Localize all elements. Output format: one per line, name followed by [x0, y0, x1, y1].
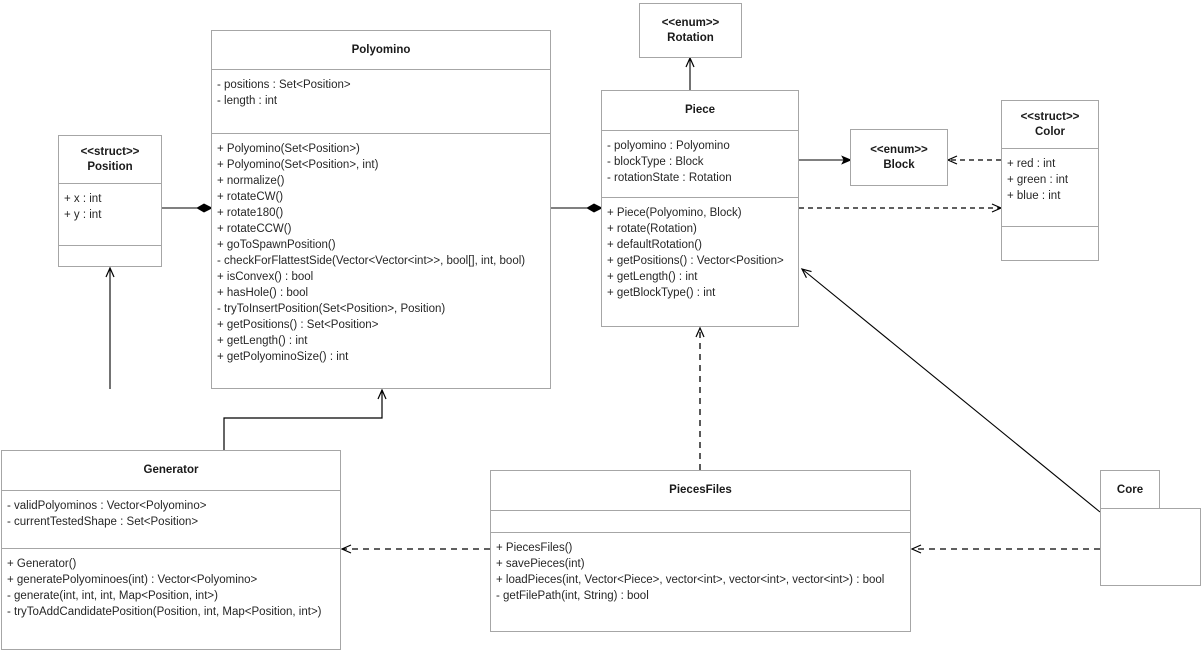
- methods-compartment-piece: + Piece(Polyomino, Block) + rotate(Rotat…: [602, 198, 798, 308]
- method-row: + rotate(Rotation): [607, 223, 697, 235]
- attributes-compartment-piecesfiles: [491, 511, 910, 533]
- method-row: + goToSpawnPosition(): [217, 239, 336, 251]
- method-row: + getLength() : int: [217, 335, 308, 347]
- attribute-row: + x : int: [64, 193, 102, 205]
- edge-generator-to-polyomino: [223, 388, 387, 450]
- method-row: + savePieces(int): [496, 558, 585, 570]
- stereotype-label: <<struct>>: [80, 145, 140, 158]
- method-row: + defaultRotation(): [607, 239, 702, 251]
- class-box-piece[interactable]: Piece - polyomino : Polyomino - blockTyp…: [601, 90, 799, 327]
- methods-compartment-piecesfiles: + PiecesFiles() + savePieces(int) + load…: [491, 533, 910, 611]
- class-title-generator: Generator: [2, 451, 340, 491]
- attributes-compartment-generator: - validPolyominos : Vector<Polyomino> - …: [2, 491, 340, 549]
- class-name-label: Generator: [143, 464, 199, 476]
- method-row: + getBlockType() : int: [607, 287, 716, 299]
- attribute-row: - polyomino : Polyomino: [607, 140, 730, 152]
- class-title-piecesfiles: PiecesFiles: [491, 471, 910, 511]
- class-box-position[interactable]: <<struct>> Position + x : int + y : int: [58, 135, 162, 267]
- class-title-position: <<struct>> Position: [59, 136, 161, 184]
- methods-compartment-polyomino: + Polyomino(Set<Position>) + Polyomino(S…: [212, 134, 550, 372]
- class-name-label: Block: [883, 158, 915, 171]
- method-row: + getPositions() : Vector<Position>: [607, 255, 784, 267]
- attributes-compartment-position: + x : int + y : int: [59, 184, 161, 246]
- class-box-color[interactable]: <<struct>> Color + red : int + green : i…: [1001, 100, 1099, 261]
- attribute-row: - positions : Set<Position>: [217, 79, 351, 91]
- method-row: + normalize(): [217, 175, 285, 187]
- attribute-row: + y : int: [64, 209, 102, 221]
- package-tab-core: Core: [1100, 470, 1160, 509]
- method-row: + rotate180(): [217, 207, 284, 219]
- attribute-row: + blue : int: [1007, 190, 1061, 202]
- method-row: + loadPieces(int, Vector<Piece>, vector<…: [496, 574, 885, 586]
- class-title-block: <<enum>> Block: [851, 130, 947, 185]
- class-box-polyomino[interactable]: Polyomino - positions : Set<Position> - …: [211, 30, 551, 389]
- class-name-label: Rotation: [667, 31, 714, 44]
- method-row: + Polyomino(Set<Position>, int): [217, 159, 379, 171]
- stereotype-label: <<enum>>: [661, 16, 720, 29]
- method-row: + Generator(): [7, 558, 77, 570]
- method-row: - checkForFlattestSide(Vector<Vector<int…: [217, 255, 526, 267]
- method-row: - generate(int, int, int, Map<Position, …: [7, 590, 218, 602]
- attribute-row: - rotationState : Rotation: [607, 172, 732, 184]
- method-row: + getPositions() : Set<Position>: [217, 319, 379, 331]
- method-row: + Piece(Polyomino, Block): [607, 207, 742, 219]
- stereotype-label: <<struct>>: [1020, 110, 1080, 123]
- method-row: + PiecesFiles(): [496, 542, 573, 554]
- attributes-compartment-polyomino: - positions : Set<Position> - length : i…: [212, 70, 550, 134]
- methods-compartment-color: [1002, 227, 1098, 245]
- class-name-label: PiecesFiles: [669, 484, 732, 496]
- attribute-row: + green : int: [1007, 174, 1069, 186]
- class-box-piecesfiles[interactable]: PiecesFiles + PiecesFiles() + savePieces…: [490, 470, 911, 632]
- package-box-core[interactable]: Core: [1100, 470, 1201, 586]
- package-body-core: [1100, 508, 1201, 586]
- class-title-color: <<struct>> Color: [1002, 101, 1098, 149]
- attributes-compartment-color: + red : int + green : int + blue : int: [1002, 149, 1098, 227]
- method-row: + generatePolyominoes(int) : Vector<Poly…: [7, 574, 258, 586]
- class-name-label: Position: [87, 160, 133, 173]
- class-box-block[interactable]: <<enum>> Block: [850, 129, 948, 186]
- package-name-label: Core: [1116, 483, 1144, 496]
- method-row: + Polyomino(Set<Position>): [217, 143, 360, 155]
- method-row: - tryToInsertPosition(Set<Position>, Pos…: [217, 303, 446, 315]
- attribute-row: - validPolyominos : Vector<Polyomino>: [7, 500, 207, 512]
- method-row: - getFilePath(int, String) : bool: [496, 590, 649, 602]
- class-name-label: Color: [1034, 125, 1066, 138]
- method-row: + isConvex() : bool: [217, 271, 314, 283]
- method-row: + rotateCW(): [217, 191, 284, 203]
- methods-compartment-generator: + Generator() + generatePolyominoes(int)…: [2, 549, 340, 627]
- class-title-rotation: <<enum>> Rotation: [640, 4, 741, 57]
- method-row: - tryToAddCandidatePosition(Position, in…: [7, 606, 322, 618]
- attribute-row: + red : int: [1007, 158, 1056, 170]
- class-title-polyomino: Polyomino: [212, 31, 550, 70]
- attribute-row: - currentTestedShape : Set<Position>: [7, 516, 199, 528]
- methods-compartment-position: [59, 246, 161, 264]
- attribute-row: - blockType : Block: [607, 156, 704, 168]
- attribute-row: - length : int: [217, 95, 278, 107]
- stereotype-label: <<enum>>: [870, 143, 928, 156]
- class-title-piece: Piece: [602, 91, 798, 131]
- class-box-rotation[interactable]: <<enum>> Rotation: [639, 3, 742, 58]
- method-row: + hasHole() : bool: [217, 287, 309, 299]
- class-name-label: Polyomino: [351, 43, 411, 56]
- method-row: + getLength() : int: [607, 271, 698, 283]
- attributes-compartment-piece: - polyomino : Polyomino - blockType : Bl…: [602, 131, 798, 198]
- class-box-generator[interactable]: Generator - validPolyominos : Vector<Pol…: [1, 450, 341, 650]
- method-row: + getPolyominoSize() : int: [217, 351, 349, 363]
- class-name-label: Piece: [684, 104, 716, 116]
- method-row: + rotateCCW(): [217, 223, 292, 235]
